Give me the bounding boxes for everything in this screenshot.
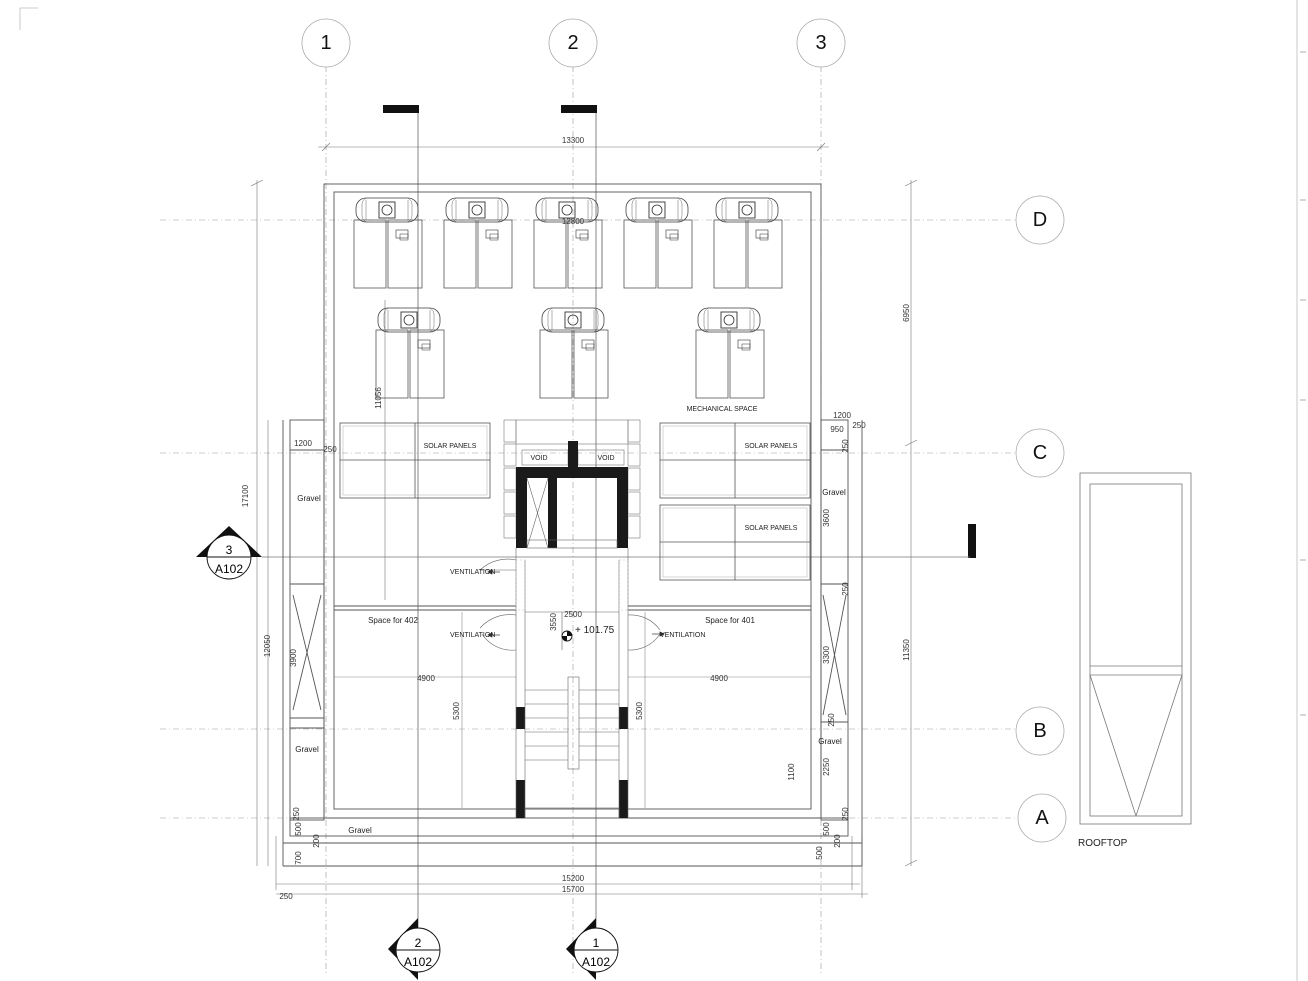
- section-sheet: A102: [404, 955, 432, 969]
- rooftop-key-plan: [1079, 472, 1192, 825]
- level-marker-icon: [561, 630, 573, 642]
- label-void-left: VOID: [530, 455, 547, 462]
- grid-label: B: [1033, 720, 1046, 742]
- dim-bl-700: 700: [294, 851, 303, 865]
- solar-panels-left: [339, 422, 491, 499]
- dim-right-250-c: 250: [827, 713, 836, 727]
- grid-lines: [160, 66, 1015, 975]
- label-space-402: Space for 402: [368, 616, 418, 625]
- label-ventilation-2: VENTILATION: [450, 632, 495, 639]
- label-gravel-bottom: Gravel: [348, 826, 372, 835]
- dim-inner-width: 12800: [562, 217, 585, 226]
- dim-left-top-250: 250: [323, 445, 337, 454]
- dim-br-200: 200: [833, 834, 842, 848]
- dim-room-depth-right: 5300: [635, 702, 644, 720]
- dim-gravel-left-height: 3900: [289, 649, 298, 667]
- section-sheet: A102: [582, 955, 610, 969]
- dim-stair-width: 2500: [564, 610, 582, 619]
- section-sheet: A102: [215, 562, 243, 576]
- dim-right-lower: 11350: [902, 639, 911, 661]
- label-solar-panels-left: SOLAR PANELS: [424, 443, 477, 450]
- grid-label: 1: [320, 32, 331, 54]
- dim-bottom-overall: 15700: [562, 885, 585, 894]
- section-number: 3: [226, 543, 233, 557]
- label-space-401: Space for 401: [705, 616, 755, 625]
- section-marker-2[interactable]: 2 A102: [388, 918, 441, 980]
- section-marker-3[interactable]: 3 A102: [196, 526, 262, 580]
- dim-right-top-250: 250: [852, 421, 866, 430]
- grid-label: A: [1035, 807, 1049, 829]
- label-solar-panels-right-1: SOLAR PANELS: [745, 443, 798, 450]
- grid-bubble-row-a: A: [1017, 793, 1067, 843]
- dim-left-lower: 12050: [263, 634, 272, 657]
- grid-bubble-row-c: C: [1015, 428, 1065, 478]
- label-level: + 101.75: [575, 625, 615, 636]
- dim-bl-250: 250: [292, 807, 301, 821]
- dim-bl-500: 500: [294, 822, 303, 836]
- label-solar-panels-right-2: SOLAR PANELS: [745, 525, 798, 532]
- dim-left-top-1200: 1200: [294, 439, 312, 448]
- dim-right-250-b: 250: [841, 582, 850, 596]
- dim-room-width-left: 4900: [417, 674, 435, 683]
- grid-label: D: [1033, 209, 1047, 231]
- grid-bubble-col-3: 3: [796, 18, 846, 68]
- dim-right-250-d: 250: [841, 807, 850, 821]
- dim-right-top-1200: 1200: [833, 411, 851, 420]
- dim-stair-height: 3550: [549, 613, 558, 631]
- dim-right-top-950: 950: [830, 425, 844, 434]
- dim-top-overall: 13300: [562, 136, 585, 145]
- dim-gravel-right-middle: 3300: [822, 646, 831, 664]
- label-gravel-right-lower: Gravel: [818, 737, 842, 746]
- dim-right-250-a: 250: [841, 439, 850, 453]
- dim-bottom-inner: 15200: [562, 874, 585, 883]
- dim-room-depth-left: 5300: [452, 702, 461, 720]
- dim-br-500: 500: [822, 822, 831, 836]
- label-rooftop: ROOFTOP: [1078, 838, 1128, 849]
- label-void-right: VOID: [597, 455, 614, 462]
- dim-gravel-right-upper: 3600: [822, 509, 831, 527]
- stair-core: [479, 419, 661, 819]
- dim-outer-250: 250: [279, 892, 293, 901]
- grid-bubble-row-d: D: [1015, 195, 1065, 245]
- grid-label: 2: [567, 32, 578, 54]
- label-ventilation-1: VENTILATION: [450, 569, 495, 576]
- grid-bubble-row-b: B: [1015, 706, 1065, 756]
- dim-room-width-right: 4900: [710, 674, 728, 683]
- dim-br-500b: 500: [815, 846, 824, 860]
- grid-bubble-col-2: 2: [548, 18, 598, 68]
- grid-label: 3: [815, 32, 826, 54]
- label-gravel-right-upper: Gravel: [822, 488, 846, 497]
- section-marker-1[interactable]: 1 A102: [566, 918, 619, 980]
- label-gravel-left-upper: Gravel: [297, 494, 321, 503]
- dim-parapet: 1100: [787, 763, 796, 781]
- solar-panels-right-lower: [659, 504, 811, 581]
- dim-right-upper: 6950: [902, 304, 911, 322]
- grid-label: C: [1033, 442, 1047, 464]
- building-outline: [282, 183, 863, 867]
- grid-bubble-col-1: 1: [301, 18, 351, 68]
- dim-left-overall: 17100: [241, 484, 250, 507]
- label-ventilation-3: VENTILATION: [660, 632, 705, 639]
- label-mechanical-space: MECHANICAL SPACE: [687, 406, 758, 413]
- solar-panels-right-upper: [659, 422, 811, 499]
- dim-bl-200: 200: [312, 834, 321, 848]
- dim-gravel-right-lower: 2250: [822, 758, 831, 776]
- section-cut-lines: [262, 105, 976, 930]
- label-gravel-left-lower: Gravel: [295, 745, 319, 754]
- section-number: 1: [593, 936, 600, 950]
- section-number: 2: [415, 936, 422, 950]
